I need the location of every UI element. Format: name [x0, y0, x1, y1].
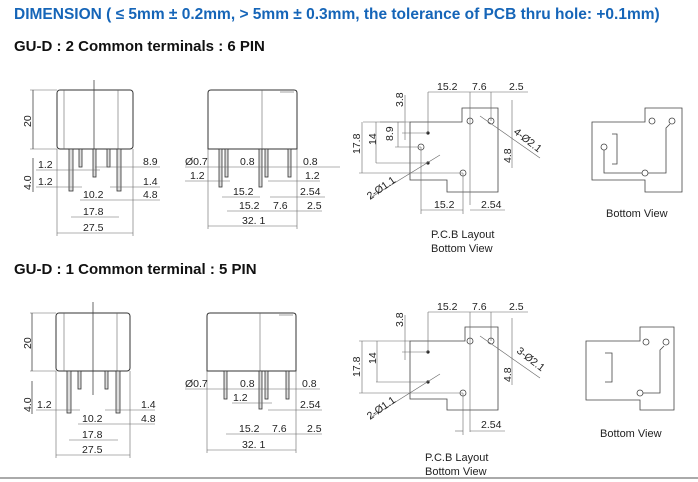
- dimension-label: 15.2: [239, 423, 260, 435]
- dimension-label: 3.8: [394, 312, 406, 327]
- dimension-label: 8.9: [384, 126, 396, 141]
- dimension-label: 4-Ø2.1: [511, 126, 544, 155]
- dimension-label: P.C.B Layout: [425, 452, 488, 464]
- dimension-label: 4.8: [143, 189, 158, 201]
- dimension-label: 27.5: [83, 222, 104, 234]
- dimension-label: 4.0: [22, 397, 34, 412]
- dimension-label: Bottom View: [606, 208, 668, 220]
- page-title: DIMENSION ( ≤ 5mm ± 0.2mm, > 5mm ± 0.3mm…: [14, 6, 660, 23]
- dimension-label: 7.6: [472, 301, 487, 313]
- dimension-label: 2-Ø1.1: [365, 394, 398, 422]
- dimension-label: 0.8: [240, 156, 255, 168]
- dimension-label: Bottom View: [425, 466, 487, 478]
- front-view-5pin: 20 4.0 1.2 1.4 10.2 4.8 17.8 27.5: [22, 302, 156, 458]
- dimension-label: 17.8: [83, 206, 104, 218]
- dimension-label: 7.6: [272, 423, 287, 435]
- dimension-label: 15.2: [437, 301, 458, 313]
- dimension-label: 1.2: [233, 392, 248, 404]
- pcb-layout-5pin: 15.2 7.6 2.5 3.8 14 17.8 3-Ø2.1 4.8 2-Ø1…: [351, 301, 547, 478]
- dimension-label: 2.54: [300, 399, 321, 411]
- dimension-label: 15.2: [239, 200, 260, 212]
- dimension-label: 0.8: [302, 378, 317, 390]
- bottom-view-5pin: Bottom View: [585, 326, 675, 440]
- dimension-label: 27.5: [82, 444, 103, 456]
- dimension-label: 3-Ø2.1: [514, 345, 547, 374]
- dimension-label: 1.4: [141, 399, 156, 411]
- dimension-label: 15.2: [434, 199, 455, 211]
- dimension-label: 10.2: [82, 413, 103, 425]
- dimension-label: 14: [367, 133, 379, 145]
- dimension-label: 32. 1: [242, 215, 266, 227]
- dimension-label: 1.2: [37, 399, 52, 411]
- front-view-6pin: 20 4.0 1.2 1.2 8.9 1.4 4.8 10.2 17.8 27.…: [22, 80, 160, 236]
- dimension-label: 20: [22, 115, 34, 127]
- bottom-view-6pin: Bottom View: [591, 107, 683, 220]
- dimension-label: 2.54: [481, 419, 502, 431]
- side-view-5pin: Ø0.7 0.8 0.8 1.2 2.54 15.2 7.6 2.5 32. 1: [185, 312, 322, 453]
- side-view-6pin: Ø0.7 0.8 0.8 1.2 1.2 15.2 2.54 15.2 7.6 …: [185, 89, 340, 229]
- dimension-label: 4.0: [22, 175, 34, 190]
- dimension-label: 2.5: [509, 81, 524, 93]
- dimension-label: 2.5: [307, 200, 322, 212]
- dimension-label: Ø0.7: [185, 156, 208, 168]
- dimension-label: 7.6: [472, 81, 487, 93]
- dimension-label: 1.4: [143, 176, 158, 188]
- dimension-label: 2.54: [300, 186, 321, 198]
- pcb-layout-6pin: 15.2 7.6 2.5 3.8 8.9 14 17.8 4-Ø2.1 4.8 …: [351, 81, 544, 255]
- dimension-label: 2.5: [307, 423, 322, 435]
- dimension-label: 17.8: [351, 133, 363, 154]
- dimension-label: 17.8: [351, 356, 363, 377]
- dimension-label: 4.8: [502, 148, 514, 163]
- dimension-label: 7.6: [273, 200, 288, 212]
- dimension-label: 15.2: [437, 81, 458, 93]
- dimension-label: 0.8: [240, 378, 255, 390]
- dimension-label: 14: [367, 352, 379, 364]
- dimension-label: 8.9: [143, 156, 158, 168]
- section-heading-6pin: GU-D : 2 Common terminals : 6 PIN: [14, 38, 265, 55]
- dimension-label: 10.2: [83, 189, 104, 201]
- dimension-label: Ø0.7: [185, 378, 208, 390]
- dimension-label: 0.8: [303, 156, 318, 168]
- dimension-label: 1.2: [305, 170, 320, 182]
- dimension-label: 2.54: [481, 199, 502, 211]
- dimension-label: 15.2: [233, 186, 254, 198]
- dimension-label: 17.8: [82, 429, 103, 441]
- dimension-label: 20: [22, 337, 34, 349]
- dimension-label: 2.5: [509, 301, 524, 313]
- dimension-label: 3.8: [394, 92, 406, 107]
- dimension-label: 1.2: [190, 170, 205, 182]
- dimension-label: Bottom View: [600, 428, 662, 440]
- dimension-label: 1.2: [38, 159, 53, 171]
- dimension-label: Bottom View: [431, 243, 493, 255]
- dimension-label: 2-Ø1.1: [365, 174, 398, 202]
- dimension-label: 4.8: [502, 367, 514, 382]
- section-heading-5pin: GU-D : 1 Common terminal : 5 PIN: [14, 261, 257, 278]
- dimension-label: 32. 1: [242, 439, 266, 451]
- dimension-label: 4.8: [141, 413, 156, 425]
- dimension-label: P.C.B Layout: [431, 229, 494, 241]
- dimension-label: 1.2: [38, 176, 53, 188]
